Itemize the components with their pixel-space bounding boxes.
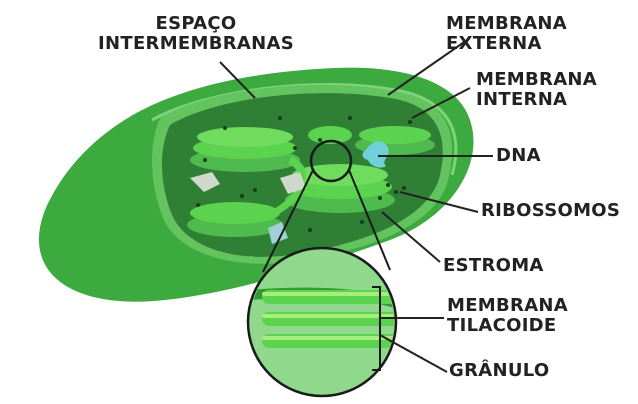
label-line: RIBOSSOMOS: [481, 201, 620, 221]
granum-stack: [190, 127, 300, 172]
label-line: TILACOIDE: [447, 316, 568, 336]
label-line: MEMBRANA: [476, 70, 597, 90]
label-estroma: ESTROMA: [443, 256, 544, 276]
label-espaco-intermembranas: ESPAÇO INTERMEMBRANAS: [86, 14, 306, 54]
label-line: MEMBRANA: [447, 296, 568, 316]
label-line: ESTROMA: [443, 256, 544, 276]
label-line: INTERMEMBRANAS: [86, 34, 306, 54]
label-line: DNA: [496, 146, 541, 166]
granum-zoom: [248, 248, 402, 396]
label-membrana-tilacoide: MEMBRANA TILACOIDE: [447, 296, 568, 336]
granum-stack: [187, 202, 283, 237]
label-granulo: GRÂNULO: [449, 361, 549, 381]
label-line: ESPAÇO: [86, 14, 306, 34]
label-line: EXTERNA: [446, 34, 567, 54]
label-line: INTERNA: [476, 90, 597, 110]
label-membrana-externa: MEMBRANA EXTERNA: [446, 14, 567, 54]
label-ribossomos: RIBOSSOMOS: [481, 201, 620, 221]
label-membrana-interna: MEMBRANA INTERNA: [476, 70, 597, 110]
label-line: GRÂNULO: [449, 361, 549, 381]
label-line: MEMBRANA: [446, 14, 567, 34]
label-dna: DNA: [496, 146, 541, 166]
